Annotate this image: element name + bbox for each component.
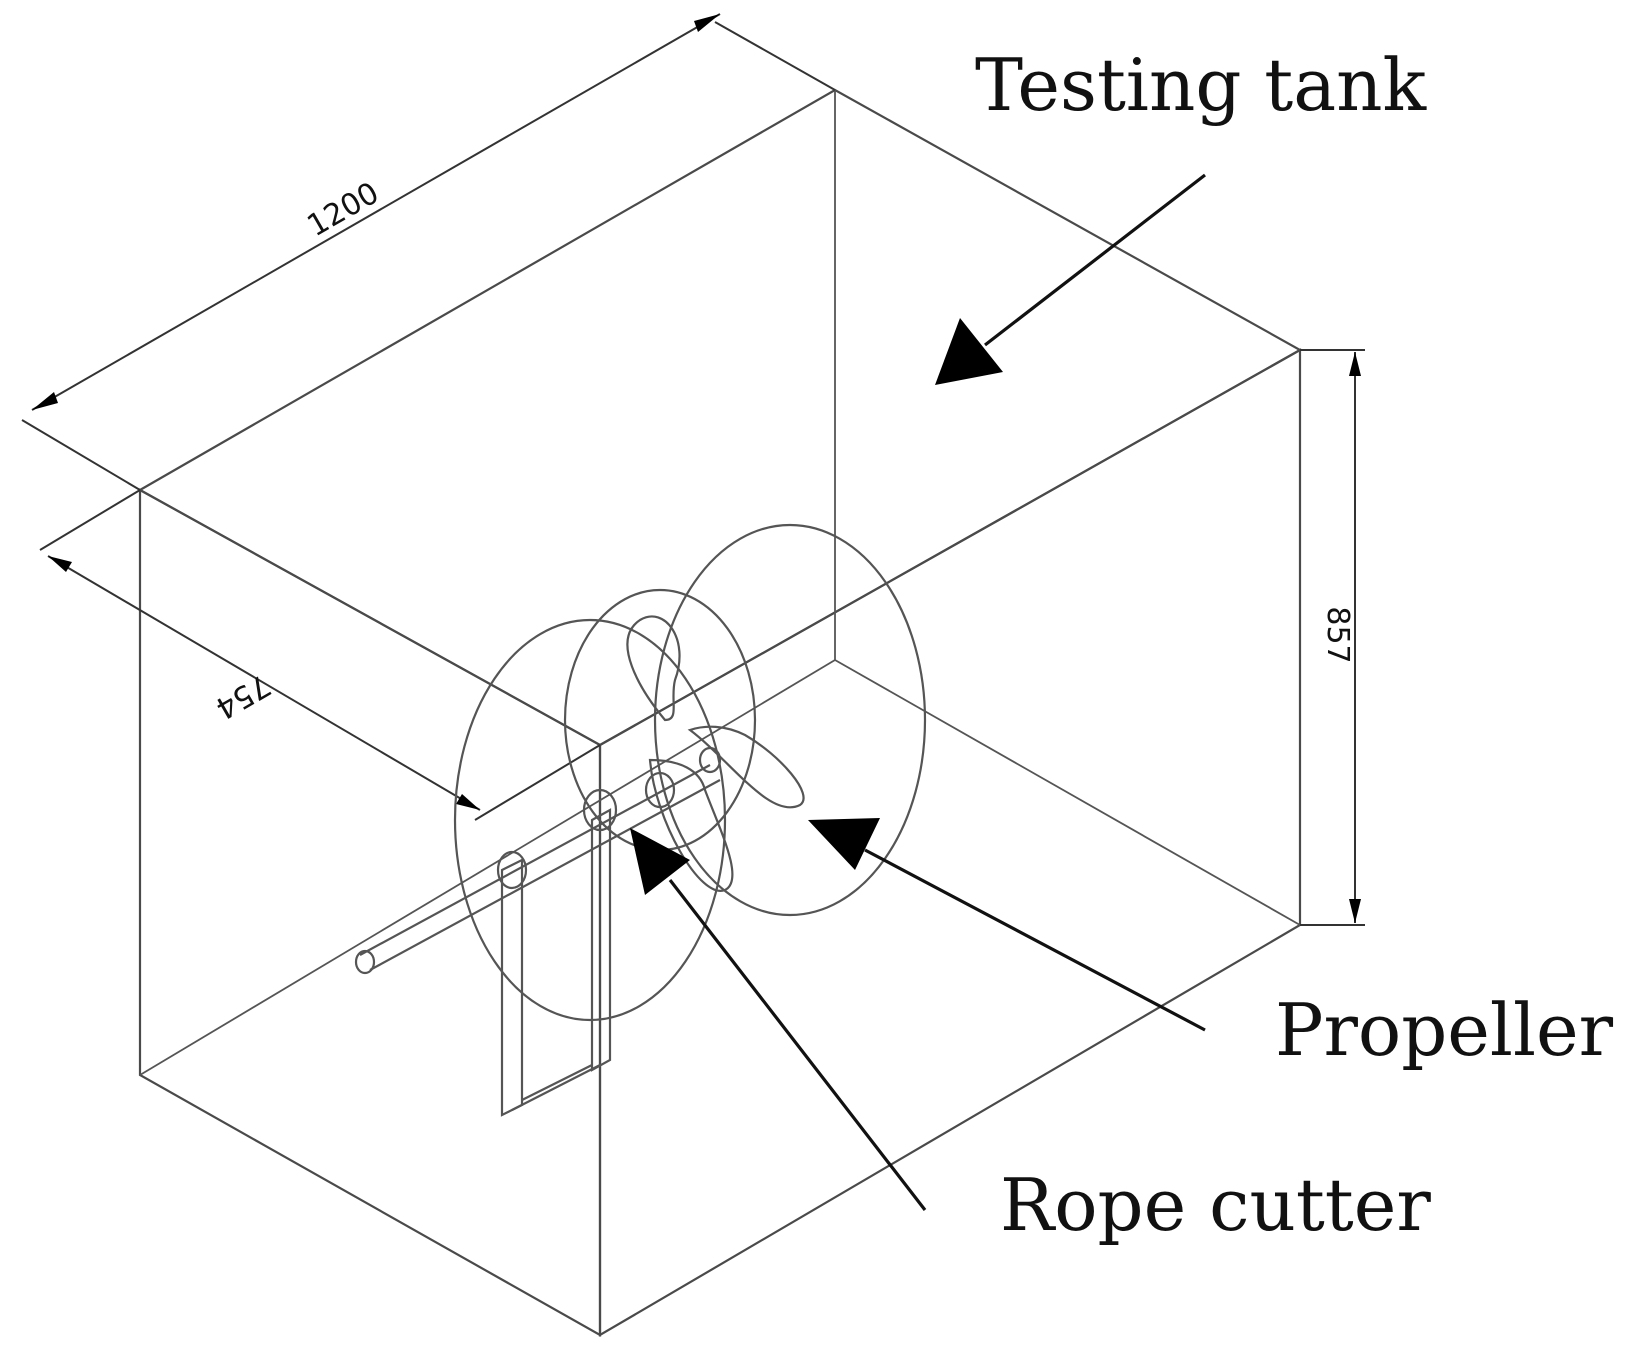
- rope-cutter-label: Rope cutter: [1000, 1163, 1431, 1247]
- dimension-width-label: 754: [209, 667, 276, 726]
- propeller-assembly: [354, 523, 927, 1117]
- hub-ring: [644, 771, 676, 809]
- shaft-tube-top: [359, 764, 711, 956]
- shaft-tube-end: [354, 949, 376, 975]
- dimension-width-line: [47, 555, 481, 811]
- support-strut-base: [511, 1064, 601, 1111]
- testing-tank-arrowhead: [935, 318, 1003, 385]
- propeller-blade-right: [687, 725, 805, 809]
- support-strut-inner: [521, 1064, 593, 1101]
- shaft-collar: [496, 850, 528, 890]
- tank-back-bottom-edge-right: [834, 659, 1301, 926]
- propeller-disk-back: [653, 523, 927, 917]
- hub-nut: [698, 746, 722, 774]
- dimension-height: 857: [1300, 349, 1365, 926]
- callout-testing-tank: Testing tank: [935, 43, 1428, 385]
- dimension-length-line: [31, 13, 721, 411]
- testing-tank-leader: [984, 173, 1206, 347]
- rope-cutter-ring: [582, 788, 618, 832]
- support-strut: [500, 858, 524, 1117]
- dimension-length-label: 1200: [301, 176, 385, 244]
- rope-cutter-arrowhead: [630, 828, 690, 895]
- rope-cutter-leader: [668, 879, 927, 1211]
- tank-top-face: [137, 88, 1303, 747]
- propeller-hub-circle: [563, 588, 757, 852]
- propeller-arrowhead: [808, 818, 880, 870]
- support-strut-right: [590, 808, 612, 1072]
- testing-tank-label: Testing tank: [975, 43, 1428, 127]
- propeller-disk-front: [453, 618, 727, 1022]
- shaft-tube-bottom: [369, 779, 721, 971]
- propeller-leader: [864, 848, 1206, 1032]
- dimension-height-label: 857: [1320, 606, 1355, 663]
- dimension-length: 1200: [21, 13, 836, 491]
- propeller-label: Propeller: [1275, 988, 1614, 1072]
- tank-back-bottom-edge-left: [139, 659, 836, 1076]
- callout-rope-cutter: Rope cutter: [630, 828, 1431, 1247]
- dimension-width: 754: [39, 489, 601, 821]
- propeller-blade-lower: [648, 758, 734, 892]
- callout-propeller: Propeller: [808, 818, 1614, 1072]
- propeller-blade-upper: [626, 615, 681, 722]
